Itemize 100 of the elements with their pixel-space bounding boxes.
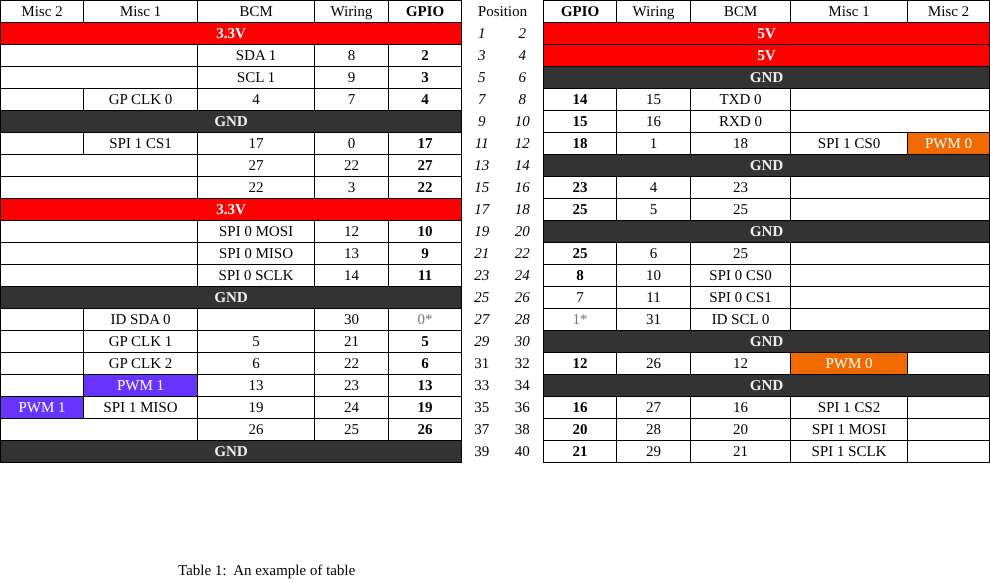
function-label: SPI 1 MISO [84,396,198,418]
bcm-label: SDA 1 [198,44,314,66]
pin-number: 26 [502,286,544,308]
ground-band: GND [0,286,462,308]
ground-band: GND [0,440,462,462]
voltage-band: 5V [544,22,990,44]
pin-number: 22 [502,242,544,264]
ground-band: GND [544,374,990,396]
wiring-number: 29 [616,440,690,462]
bcm-label: 6 [198,352,314,374]
bcm-label: 21 [690,440,790,462]
function-label: ID SDA 0 [84,308,198,330]
pwm-highlight: PWM 0 [790,352,908,374]
gpio-number: 5 [388,330,462,352]
column-header: Misc 1 [790,0,908,22]
column-header: GPIO [544,0,616,22]
bcm-label: RXD 0 [690,110,790,132]
function-label: SPI 1 SCLK [790,440,908,462]
gpio-number: 2 [388,44,462,66]
gpio-number: 17 [388,132,462,154]
function-label: SPI 1 CS2 [790,396,908,418]
bcm-label: 20 [690,418,790,440]
voltage-band: 5V [544,44,990,66]
pin-number: 21 [462,242,502,264]
pin-number: 40 [502,440,544,462]
bcm-label: 5 [198,330,314,352]
bcm-label: 27 [198,154,314,176]
pin-number: 35 [462,396,502,418]
pin-number: 7 [462,88,502,110]
wiring-number: 15 [616,88,690,110]
pin-number: 12 [502,132,544,154]
wiring-number: 4 [616,176,690,198]
pin-number: 11 [462,132,502,154]
gpio-number: 3 [388,66,462,88]
pin-number: 14 [502,154,544,176]
bcm-label: SPI 0 MISO [198,242,314,264]
column-header: Position [462,0,544,22]
pin-number: 23 [462,264,502,286]
pin-number: 9 [462,110,502,132]
pwm-highlight: PWM 1 [0,396,84,418]
gpio-number: 10 [388,220,462,242]
wiring-number: 24 [314,396,388,418]
ground-band: GND [544,220,990,242]
wiring-number: 28 [616,418,690,440]
wiring-number: 11 [616,286,690,308]
pin-number: 36 [502,396,544,418]
pin-number: 19 [462,220,502,242]
bcm-label: 16 [690,396,790,418]
wiring-number: 27 [616,396,690,418]
column-header: BCM [198,0,314,22]
pin-number: 6 [502,66,544,88]
pin-number: 18 [502,198,544,220]
pin-number: 30 [502,330,544,352]
pin-number: 28 [502,308,544,330]
pin-number: 38 [502,418,544,440]
gpio-number: 19 [388,396,462,418]
bcm-label: 25 [690,242,790,264]
wiring-number: 10 [616,264,690,286]
wiring-number: 8 [314,44,388,66]
pin-number: 29 [462,330,502,352]
pwm-highlight: PWM 0 [908,132,990,154]
pin-number: 34 [502,374,544,396]
column-header: Misc 1 [84,0,198,22]
pin-number: 15 [462,176,502,198]
pin-number: 4 [502,44,544,66]
bcm-label: SPI 0 CS0 [690,264,790,286]
pin-number: 31 [462,352,502,374]
voltage-band: 3.3V [0,22,462,44]
pin-number: 16 [502,176,544,198]
ground-band: GND [0,110,462,132]
pin-number: 33 [462,374,502,396]
gpio-number: 7 [544,286,616,308]
wiring-number: 6 [616,242,690,264]
function-label: GP CLK 1 [84,330,198,352]
gpio-number: 20 [544,418,616,440]
wiring-number: 13 [314,242,388,264]
bcm-label: 13 [198,374,314,396]
pin-number: 39 [462,440,502,462]
voltage-band: 3.3V [0,198,462,220]
pin-number: 2 [502,22,544,44]
pin-number: 27 [462,308,502,330]
gpio-number: 13 [388,374,462,396]
wiring-number: 21 [314,330,388,352]
table-caption: Table 1: An example of table [178,563,356,580]
bcm-label: SCL 1 [198,66,314,88]
pwm-highlight: PWM 1 [84,374,198,396]
pin-number: 17 [462,198,502,220]
pin-number: 13 [462,154,502,176]
column-header: BCM [690,0,790,22]
wiring-number: 0 [314,132,388,154]
gpio-number: 27 [388,154,462,176]
pin-number: 10 [502,110,544,132]
gpio-number: 14 [544,88,616,110]
function-label: SPI 1 MOSI [790,418,908,440]
column-header: Misc 2 [0,0,84,22]
wiring-number: 12 [314,220,388,242]
ground-band: GND [544,330,990,352]
pin-number: 32 [502,352,544,374]
wiring-number: 16 [616,110,690,132]
gpio-number: 15 [544,110,616,132]
